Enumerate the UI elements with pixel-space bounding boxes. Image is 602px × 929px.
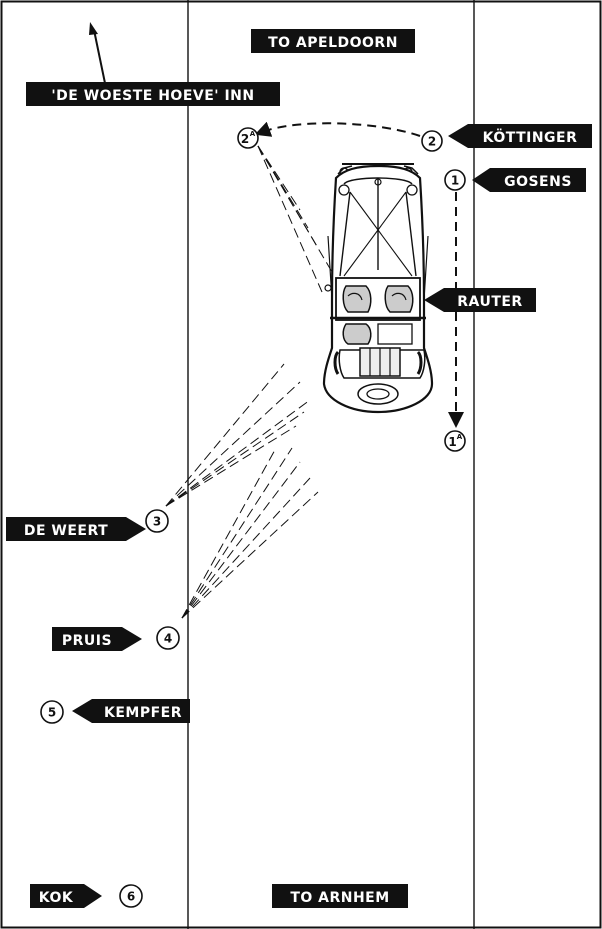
marker-3: 3 [145,509,169,533]
svg-text:4: 4 [164,632,172,646]
svg-text:3: 3 [153,515,161,529]
svg-text:5: 5 [48,706,56,720]
marker-4: 4 [156,626,180,650]
callout-pruis: PRUIS [52,627,142,651]
callout-kottinger-text: KÖTTINGER [483,128,578,146]
road-label-arnhem-text: TO ARNHEM [290,890,389,906]
callout-gosens-text: GOSENS [504,174,572,190]
callout-kempfer-text: KEMPFER [104,705,182,721]
svg-text:2: 2 [241,132,249,146]
svg-text:A: A [250,130,256,138]
callout-kok-text: KOK [39,890,74,906]
inn-label-text: 'DE WOESTE HOEVE' INN [51,88,254,104]
car-top-view [322,163,434,414]
callout-kottinger: KÖTTINGER [448,124,592,148]
callout-de-weert: DE WEERT [6,517,146,541]
callout-gosens: GOSENS [472,168,586,192]
movement-path-kottinger [254,121,421,137]
marker-6: 6 [119,884,143,908]
inn-label: 'DE WOESTE HOEVE' INN [26,82,280,106]
callout-rauter: RAUTER [424,288,536,312]
road-label-apeldoorn-text: TO APELDOORN [268,35,398,51]
svg-text:1: 1 [451,174,459,188]
svg-text:1: 1 [448,435,456,449]
callout-de-weert-text: DE WEERT [24,523,108,539]
callout-kempfer: KEMPFER [72,699,190,723]
svg-text:2: 2 [428,135,436,149]
callout-pruis-text: PRUIS [62,633,112,649]
fire-lines-2a [257,145,333,293]
road-label-arnhem: TO ARNHEM [272,884,408,908]
callout-rauter-text: RAUTER [457,294,522,310]
fire-lines-4 [181,447,319,619]
svg-text:6: 6 [127,890,135,904]
marker-2: 2 [421,130,443,152]
callout-kok: KOK [30,884,102,908]
marker-1a: 1 A [444,430,466,452]
svg-text:A: A [457,433,463,441]
marker-5: 5 [40,700,64,724]
road-label-apeldoorn: TO APELDOORN [251,29,415,53]
fire-lines-3 [165,363,311,507]
marker-1: 1 [444,169,466,191]
inn-direction-arrow [89,22,107,89]
marker-2a: 2 A [237,127,259,149]
